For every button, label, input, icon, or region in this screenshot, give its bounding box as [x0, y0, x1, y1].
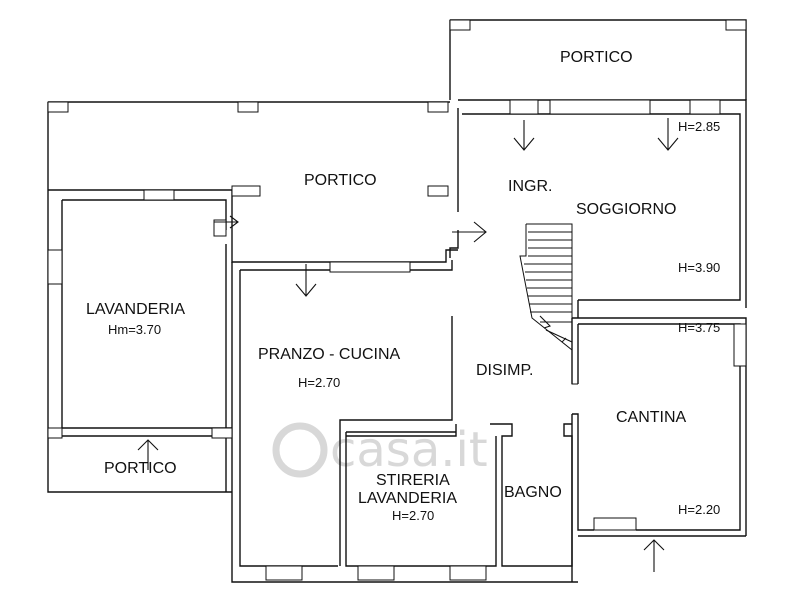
window — [47, 249, 63, 285]
staircase-treads — [524, 231, 573, 343]
lavanderia-arrow-right-icon — [214, 215, 239, 229]
window — [733, 323, 747, 367]
portico-arrow-up-icon — [137, 439, 159, 470]
window — [449, 565, 487, 581]
cantina-arrow-up-icon — [643, 539, 665, 572]
pranzo-inner-wall — [239, 270, 338, 567]
pillar — [237, 101, 259, 113]
pillar — [211, 427, 233, 439]
pillar — [449, 19, 471, 31]
windows — [47, 19, 747, 581]
pillar — [231, 185, 261, 197]
height-soggiorno-top: H=2.85 — [678, 119, 720, 134]
window — [549, 99, 651, 115]
portico-left-outline — [47, 101, 450, 191]
height-lavanderia: Hm=3.70 — [108, 322, 161, 337]
stireria-wall — [345, 431, 497, 567]
window — [689, 99, 721, 115]
cantina-south-wall — [571, 414, 746, 582]
height-pranzo-cucina: H=2.70 — [298, 375, 340, 390]
window — [265, 565, 303, 581]
height-cantina-bottom: H=2.20 — [678, 502, 720, 517]
height-soggiorno-bottom: H=3.90 — [678, 260, 720, 275]
window — [593, 517, 637, 531]
room-label-soggiorno: SOGGIORNO — [576, 201, 676, 218]
room-label-portico-middle: PORTICO — [304, 172, 377, 189]
pillar — [47, 427, 63, 439]
lavanderia-outer-wall — [47, 190, 232, 493]
window — [329, 261, 411, 273]
bagno-wall — [490, 423, 573, 567]
pillar — [47, 101, 69, 113]
door-arrows — [137, 118, 679, 572]
window — [357, 565, 395, 581]
pillar — [427, 101, 449, 113]
room-label-portico-top: PORTICO — [560, 49, 633, 66]
entry-arrow-down-icon — [513, 120, 535, 151]
room-label-bagno: BAGNO — [504, 484, 562, 501]
portico-mid-south-wall — [231, 190, 458, 263]
room-label-cantina: CANTINA — [616, 409, 687, 426]
stair-arrow-icon — [539, 315, 552, 329]
soggiorno-arrow-down-icon — [657, 118, 679, 151]
room-label-lavanderia: LAVANDERIA — [86, 301, 185, 318]
pillar — [725, 19, 747, 31]
pranzo-east-wall — [339, 316, 453, 566]
room-label-pranzo-cucina: PRANZO - CUCINA — [258, 346, 401, 363]
room-label-stireria-lavanderia: LAVANDERIA — [358, 490, 457, 507]
cantina-outer-top — [572, 317, 747, 536]
window — [509, 99, 539, 115]
pranzo-north-wall — [240, 260, 453, 271]
house-outer-wall-bottom — [231, 262, 578, 583]
room-label-disimpegno: DISIMP. — [476, 362, 534, 379]
cantina-inner-wall — [578, 323, 741, 531]
stireria-top-wall — [346, 424, 457, 437]
pillar — [213, 219, 227, 237]
room-label-ingresso: INGR. — [508, 178, 552, 195]
pranzo-arrow-down-icon — [295, 264, 317, 297]
watermark-logo-icon — [272, 422, 328, 478]
room-labels: PORTICO PORTICO PORTICO INGR. SOGGIORNO … — [86, 49, 687, 507]
watermark-text: casa.it — [330, 422, 488, 478]
cantina-west-wall — [571, 318, 594, 531]
height-labels: H=2.85 H=3.90 Hm=3.70 H=2.70 H=3.75 H=2.… — [108, 119, 720, 523]
room-label-stireria: STIRERIA — [376, 472, 450, 489]
height-stireria: H=2.70 — [392, 508, 434, 523]
window — [143, 189, 175, 201]
height-cantina-top: H=3.75 — [678, 320, 720, 335]
room-label-portico-bottom: PORTICO — [104, 460, 177, 477]
entrance-arrow-right-icon — [452, 221, 487, 243]
staircase-outline — [519, 223, 578, 385]
pillar — [427, 185, 449, 197]
